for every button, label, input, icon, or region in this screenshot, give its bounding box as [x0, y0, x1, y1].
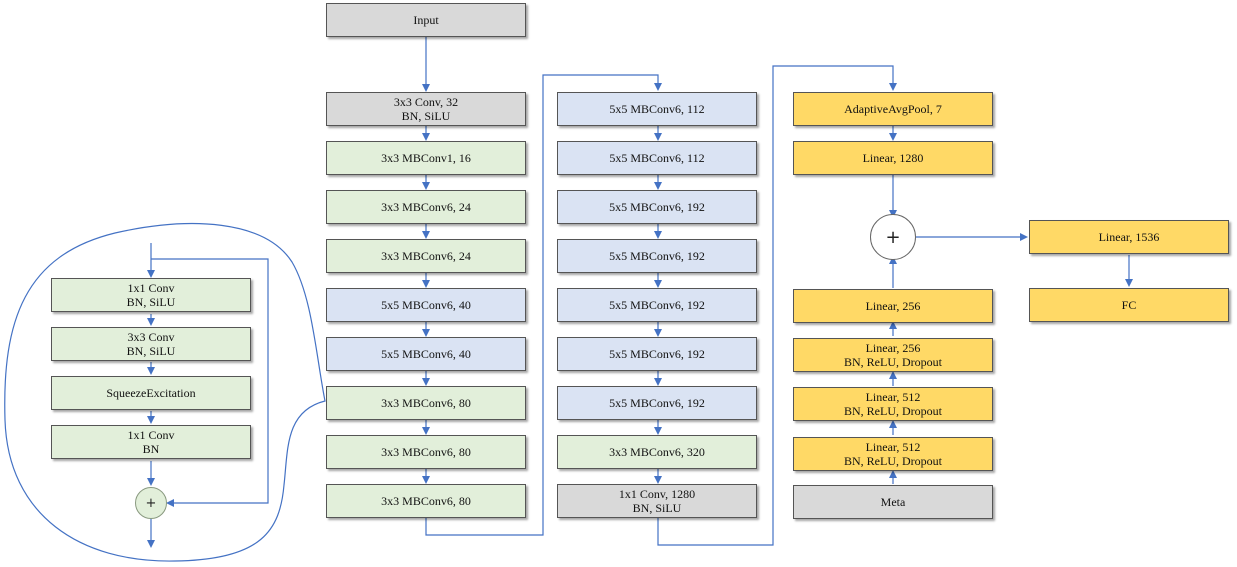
mbconv-node: 5x5 MBConv6, 112: [557, 92, 757, 126]
mbconv-node: 3x3 MBConv6, 320: [557, 435, 757, 469]
mbconv-node: 3x3 MBConv1, 16: [326, 141, 526, 175]
arrow-mb-skip: [151, 258, 269, 507]
mbconv-node: 5x5 MBConv6, 112: [557, 141, 757, 175]
arrow-col2-to-col3: [657, 65, 897, 546]
meta-input-node: Meta: [793, 485, 993, 519]
mbconv-node: 5x5 MBConv6, 192: [557, 386, 757, 420]
adaptive-avgpool-node: AdaptiveAvgPool, 7: [793, 92, 993, 126]
mbconv-callout-outline: [4, 223, 326, 562]
mbconv-node: 5x5 MBConv6, 40: [326, 337, 526, 371]
mbconv-node: 5x5 MBConv6, 40: [326, 288, 526, 322]
add-node: +: [870, 214, 916, 260]
mbconv-detail-se-node: SqueezeExcitation: [51, 376, 251, 410]
mbconv-node: 3x3 MBConv6, 80: [326, 386, 526, 420]
linear-1536-node: Linear, 1536: [1029, 220, 1229, 254]
meta-linear-256-node: Linear, 256: [793, 289, 993, 323]
mbconv-detail-add-node: +: [135, 487, 167, 519]
mbconv-node: 5x5 MBConv6, 192: [557, 288, 757, 322]
input-node: Input: [326, 3, 526, 37]
linear-1280-node: Linear, 1280: [793, 141, 993, 175]
mbconv-node: 5x5 MBConv6, 192: [557, 239, 757, 273]
arrow-col1-to-col2: [425, 74, 662, 536]
mbconv-node: 5x5 MBConv6, 192: [557, 190, 757, 224]
mbconv-node: 3x3 MBConv6, 24: [326, 190, 526, 224]
fc-node: FC: [1029, 288, 1229, 322]
mbconv-node: 3x3 MBConv6, 80: [326, 484, 526, 518]
mbconv-node: 5x5 MBConv6, 192: [557, 337, 757, 371]
mbconv-node: 3x3 MBConv6, 24: [326, 239, 526, 273]
mbconv-node: 3x3 MBConv6, 80: [326, 435, 526, 469]
